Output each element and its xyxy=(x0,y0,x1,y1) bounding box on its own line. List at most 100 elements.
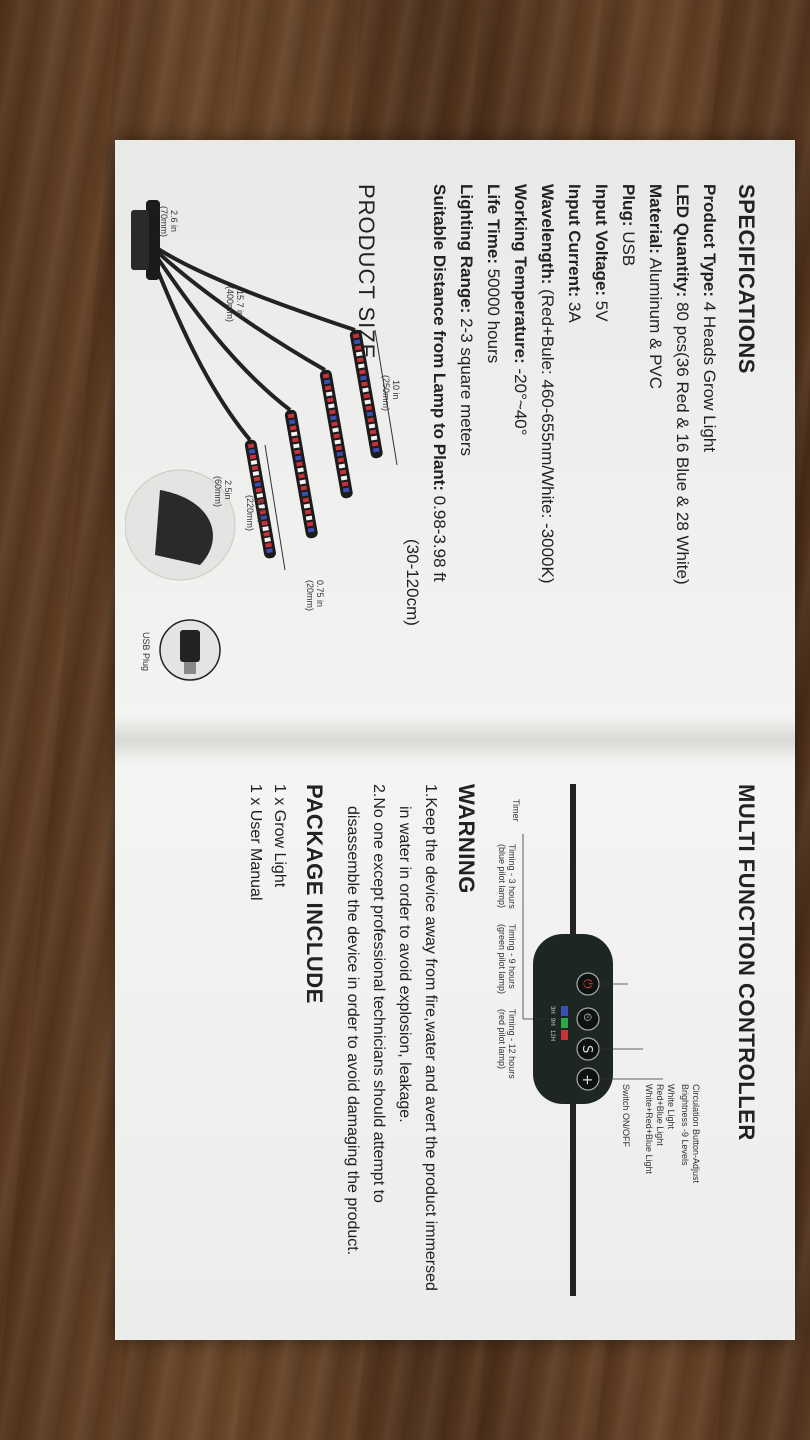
led-chip xyxy=(304,509,312,515)
label-brightness: Brightness -9 Levels xyxy=(680,1084,690,1166)
led-chip xyxy=(365,405,373,411)
spec-row: Suitable Distance from Lamp to Plant: 0.… xyxy=(430,184,449,582)
led-chip xyxy=(303,503,311,509)
led-chip xyxy=(372,447,380,453)
led-chip xyxy=(260,515,267,521)
led-chip xyxy=(293,443,300,449)
led-chip xyxy=(330,415,337,421)
timer-button-icon xyxy=(576,1007,600,1031)
light-bar xyxy=(284,409,318,539)
dim-gooseneck: 15.7 in xyxy=(235,290,245,317)
dim-width-mm: (20mm) xyxy=(305,580,315,611)
led-chip xyxy=(307,527,315,533)
label-timing-12-lamp: (red pilot lamp) xyxy=(497,1009,507,1069)
light-bar xyxy=(349,329,383,459)
led-chip xyxy=(338,463,346,469)
label-timing-9: Timing - 9 hours xyxy=(507,924,517,989)
led-chip xyxy=(339,469,347,475)
led-chip xyxy=(333,433,340,439)
usb-plug-icon xyxy=(180,630,200,662)
led-chip xyxy=(250,459,258,465)
spec-row: Input Voltage: 5V xyxy=(592,184,611,322)
led-chip xyxy=(253,476,261,482)
power-button-glyph: ⏻ xyxy=(581,979,595,989)
led-chip xyxy=(361,381,368,387)
label-red-blue: Red+Blue Light xyxy=(655,1084,665,1146)
spec-row: Plug: USB xyxy=(619,184,638,267)
led-chip xyxy=(249,454,257,460)
specifications-title: SPECIFICATIONS xyxy=(734,184,759,374)
led-chip xyxy=(266,548,273,554)
led-chip xyxy=(334,439,341,445)
led-chip xyxy=(264,537,271,543)
led-chip xyxy=(259,509,267,515)
led-chip xyxy=(367,417,375,423)
label-switch: Switch ON/OFF xyxy=(621,1084,631,1148)
spec-row: Product Type: 4 Heads Grow Light xyxy=(700,184,719,452)
package-item: 1 x User Manual xyxy=(247,784,264,901)
led-chip xyxy=(251,465,259,471)
led-chip xyxy=(323,379,331,385)
led-12h xyxy=(561,1030,568,1040)
gooseneck-arm xyxy=(143,238,326,372)
led-chip xyxy=(324,385,332,391)
controller-diagram: ⏻ ⏲ S + 3H 9H 12H Circulation Button-Adj… xyxy=(497,784,701,1296)
led-chip xyxy=(289,425,297,431)
dim-clip-mm: (70mm) xyxy=(159,206,169,237)
led-chip xyxy=(295,455,302,461)
led-chip xyxy=(255,487,263,493)
led-chip xyxy=(371,441,379,447)
led-chip xyxy=(261,520,268,526)
package-title: PACKAGE INCLUDE xyxy=(302,784,327,1004)
spec-row: Input Current: 3A xyxy=(565,184,584,323)
label-timing-9-lamp: (green pilot lamp) xyxy=(497,924,507,994)
gooseneck-arm xyxy=(143,238,356,332)
warning-title: WARNING xyxy=(454,784,479,894)
led-chip xyxy=(296,461,303,467)
led-chip xyxy=(356,357,364,363)
led-chip xyxy=(263,531,270,537)
led-chip xyxy=(300,485,308,491)
led-chip xyxy=(291,437,299,443)
led-chip xyxy=(340,475,348,481)
led-chip xyxy=(299,479,306,485)
led-12h-label: 12H xyxy=(549,1030,555,1041)
led-chip xyxy=(256,493,264,499)
clip-jaw xyxy=(131,210,149,270)
led-chip xyxy=(329,409,336,415)
gooseneck-arm xyxy=(143,238,292,412)
led-chip xyxy=(363,393,370,399)
led-chip xyxy=(302,497,310,503)
led-chip xyxy=(326,397,334,403)
led-9h-label: 9H xyxy=(549,1018,555,1026)
led-chip xyxy=(265,542,272,548)
led-chip xyxy=(287,413,295,419)
product-size-diagram: 10 in (250mm) 8.6 in (220mm) 0.75 in (20… xyxy=(125,200,401,681)
dim-clip-open-mm: (60mm) xyxy=(213,476,223,507)
label-timer: Timer xyxy=(511,799,521,822)
spec-row: Lighting Range: 2-3 square meters xyxy=(457,184,476,457)
dim-length-long: 10 in xyxy=(391,380,401,400)
label-circulation: Circulation Button-Adjust xyxy=(691,1084,701,1184)
led-chip xyxy=(332,427,339,433)
usb-plug-label: USB Plug xyxy=(141,632,151,671)
led-chip xyxy=(331,421,338,427)
led-chip xyxy=(257,498,265,504)
led-chip xyxy=(325,391,333,397)
dim-length-long-mm: (250mm) xyxy=(381,375,391,411)
led-9h xyxy=(561,1018,568,1028)
led-chip xyxy=(301,491,309,497)
led-chip xyxy=(360,375,367,381)
led-3h xyxy=(561,1006,568,1016)
controller-panel: MULTI FUNCTION CONTROLLER ⏻ ⏲ S + xyxy=(115,740,795,1340)
specifications-list: Product Type: 4 Heads Grow Light LED Qua… xyxy=(399,184,723,696)
label-timing-3: Timing - 3 hours xyxy=(507,844,517,909)
led-chip xyxy=(355,351,363,357)
spec-row: Material: Aluminum & PVC xyxy=(646,184,665,390)
controller-diagram-area: ⏻ ⏲ S + 3H 9H 12H Circulation Button-Adj… xyxy=(493,784,723,1296)
spec-row: Working Temperature: -20°~40° xyxy=(511,184,530,436)
led-chip xyxy=(252,470,260,476)
label-white-red-blue: White+Red+Blue Light xyxy=(644,1084,654,1175)
clip-detail xyxy=(155,490,213,565)
led-chip xyxy=(258,504,266,510)
